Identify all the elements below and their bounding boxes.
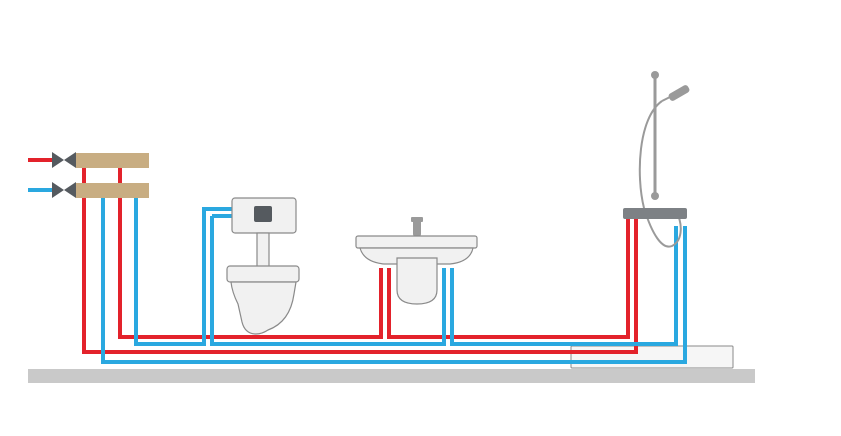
cold-pipe-shower (101, 198, 687, 364)
hot-valve (52, 152, 76, 168)
hot-manifold (76, 153, 149, 168)
hot-pipe-shower (82, 168, 638, 354)
shower-icon (623, 71, 690, 248)
sink-icon (355, 217, 478, 305)
cold-pipe-toilet-inner (210, 214, 446, 346)
cold-manifold (76, 183, 149, 198)
hot-pipe-sink-to-shower (387, 218, 630, 339)
cold-valve (52, 182, 76, 198)
floor-slab (28, 369, 755, 383)
toilet-icon (226, 197, 300, 335)
shower-floor-step (570, 345, 734, 369)
cold-pipe-sink-to-shower (450, 226, 678, 346)
hot-pipe-sink (118, 168, 383, 339)
cold-pipe-toilet (134, 198, 232, 346)
